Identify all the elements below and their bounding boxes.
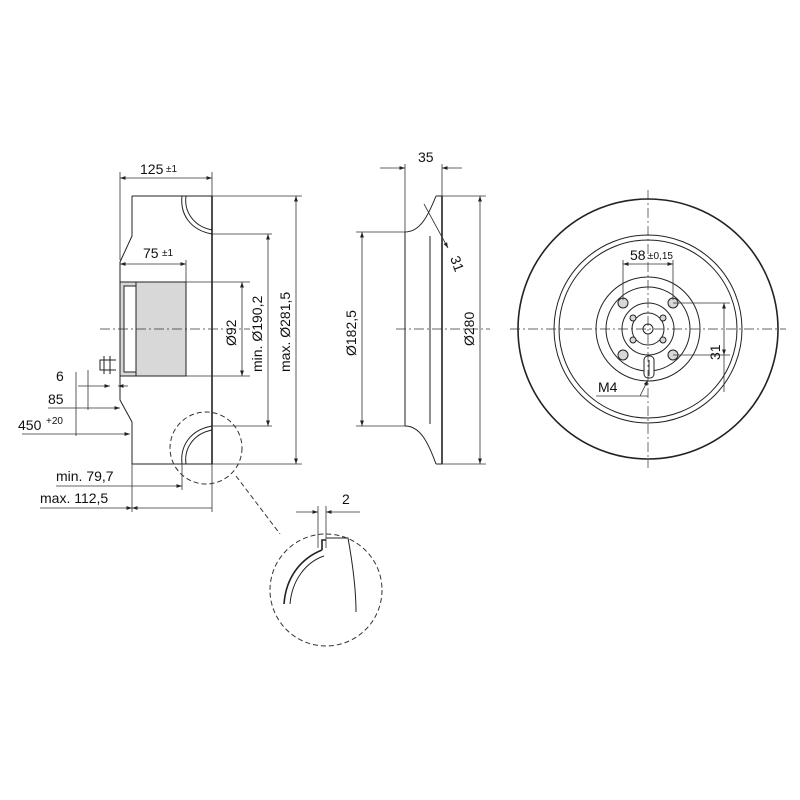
dim-dia-182: Ø182,5 bbox=[343, 310, 359, 356]
dim-dia-280: Ø280 bbox=[461, 312, 477, 346]
dim-min-79: min. 79,7 bbox=[56, 468, 114, 484]
section-view bbox=[396, 195, 490, 465]
dim-85: 85 bbox=[48, 391, 64, 407]
dim-75: 75 bbox=[143, 245, 159, 261]
detail-view: 2 bbox=[235, 475, 383, 647]
dim-31-vertical: 31 bbox=[707, 344, 723, 360]
dim-dia-92: Ø92 bbox=[223, 319, 239, 346]
dim-min-190: min. Ø190,2 bbox=[249, 296, 265, 372]
dim-450: 450 bbox=[18, 417, 42, 433]
dim-2: 2 bbox=[342, 491, 350, 507]
front-view bbox=[510, 190, 786, 468]
dim-58: 58 bbox=[630, 247, 646, 263]
dim-max-281: max. Ø281,5 bbox=[277, 292, 293, 372]
thread-m4: M4 bbox=[598, 379, 618, 395]
dim-450-tol: +20 bbox=[46, 416, 63, 427]
section-view-dimensions: 35 31 Ø182,5 Ø280 bbox=[343, 149, 486, 465]
dim-6: 6 bbox=[56, 368, 64, 384]
dim-75-tol: ±1 bbox=[162, 248, 173, 259]
dim-35: 35 bbox=[418, 149, 434, 165]
dim-58-tol: ±0,15 bbox=[648, 251, 673, 262]
dim-31-angle: 31 bbox=[447, 254, 467, 274]
side-view bbox=[99, 195, 250, 485]
dim-125: 125 bbox=[140, 161, 164, 177]
dim-125-tol: ±1 bbox=[166, 164, 177, 175]
dim-max-112: max. 112,5 bbox=[40, 490, 108, 506]
side-view-dimensions: 125 ±1 75 ±1 Ø92 min. Ø190,2 max. Ø281,5… bbox=[18, 161, 302, 512]
front-view-dimensions: 58 ±0,15 31 M4 bbox=[596, 247, 730, 397]
